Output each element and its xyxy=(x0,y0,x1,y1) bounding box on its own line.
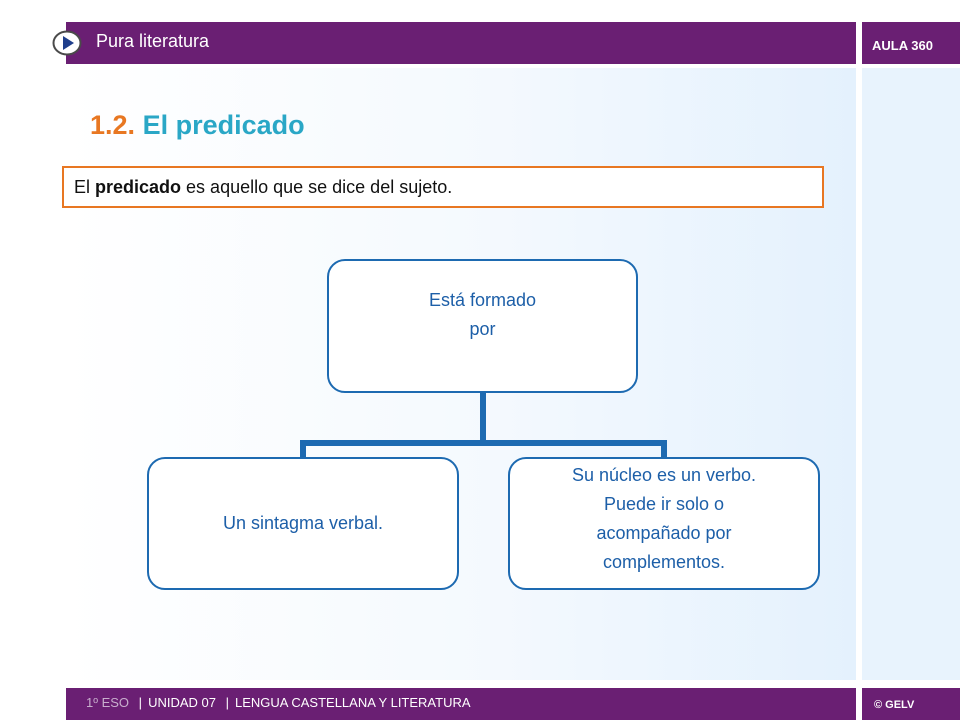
definition-rest: es aquello que se dice del sujeto. xyxy=(181,177,453,197)
section-number: 1.2. xyxy=(90,110,136,140)
footer-unit: UNIDAD 07 xyxy=(148,695,216,710)
definition-prefix: El xyxy=(74,177,96,197)
copyright: © GELV xyxy=(862,688,960,720)
diagram-child-node-2: Su núcleo es un verbo. Puede ir solo o a… xyxy=(508,457,820,590)
header-bar: Pura literatura xyxy=(66,22,856,64)
child-2-line-1: Su núcleo es un verbo. xyxy=(571,464,757,485)
footer-bar: 1º ESO | UNIDAD 07 | LENGUA CASTELLANA Y L… xyxy=(66,688,856,720)
child-1-line-1: Un sintagma verbal. xyxy=(222,513,384,533)
play-icon[interactable] xyxy=(52,30,82,56)
child-2-line-3: acompañado por xyxy=(596,522,732,543)
definition-box: El predicado es aquello que se dice del … xyxy=(62,166,824,208)
side-panel xyxy=(862,68,960,680)
aula-label: AULA 360 xyxy=(862,22,960,64)
footer-separator-1: | xyxy=(138,695,143,710)
footer-separator-2: | xyxy=(225,695,229,710)
footer-subject: LENGUA CASTELLANA Y LITERATURA xyxy=(235,695,471,710)
page-title: 1.2. El predicado xyxy=(90,110,305,141)
diagram-child-node-1: Un sintagma verbal. xyxy=(147,457,459,590)
section-title: Pura literatura xyxy=(96,31,210,51)
diagram-root-node: Está formado por xyxy=(327,259,638,393)
definition-term: predicado xyxy=(95,177,182,197)
section-heading: El predicado xyxy=(142,110,305,140)
footer-course: 1º ESO xyxy=(86,695,130,710)
root-line-2: por xyxy=(469,319,496,339)
root-line-1: Está formado xyxy=(428,290,537,310)
child-2-line-2: Puede ir solo o xyxy=(603,493,725,514)
child-2-line-4: complementos. xyxy=(602,551,726,572)
